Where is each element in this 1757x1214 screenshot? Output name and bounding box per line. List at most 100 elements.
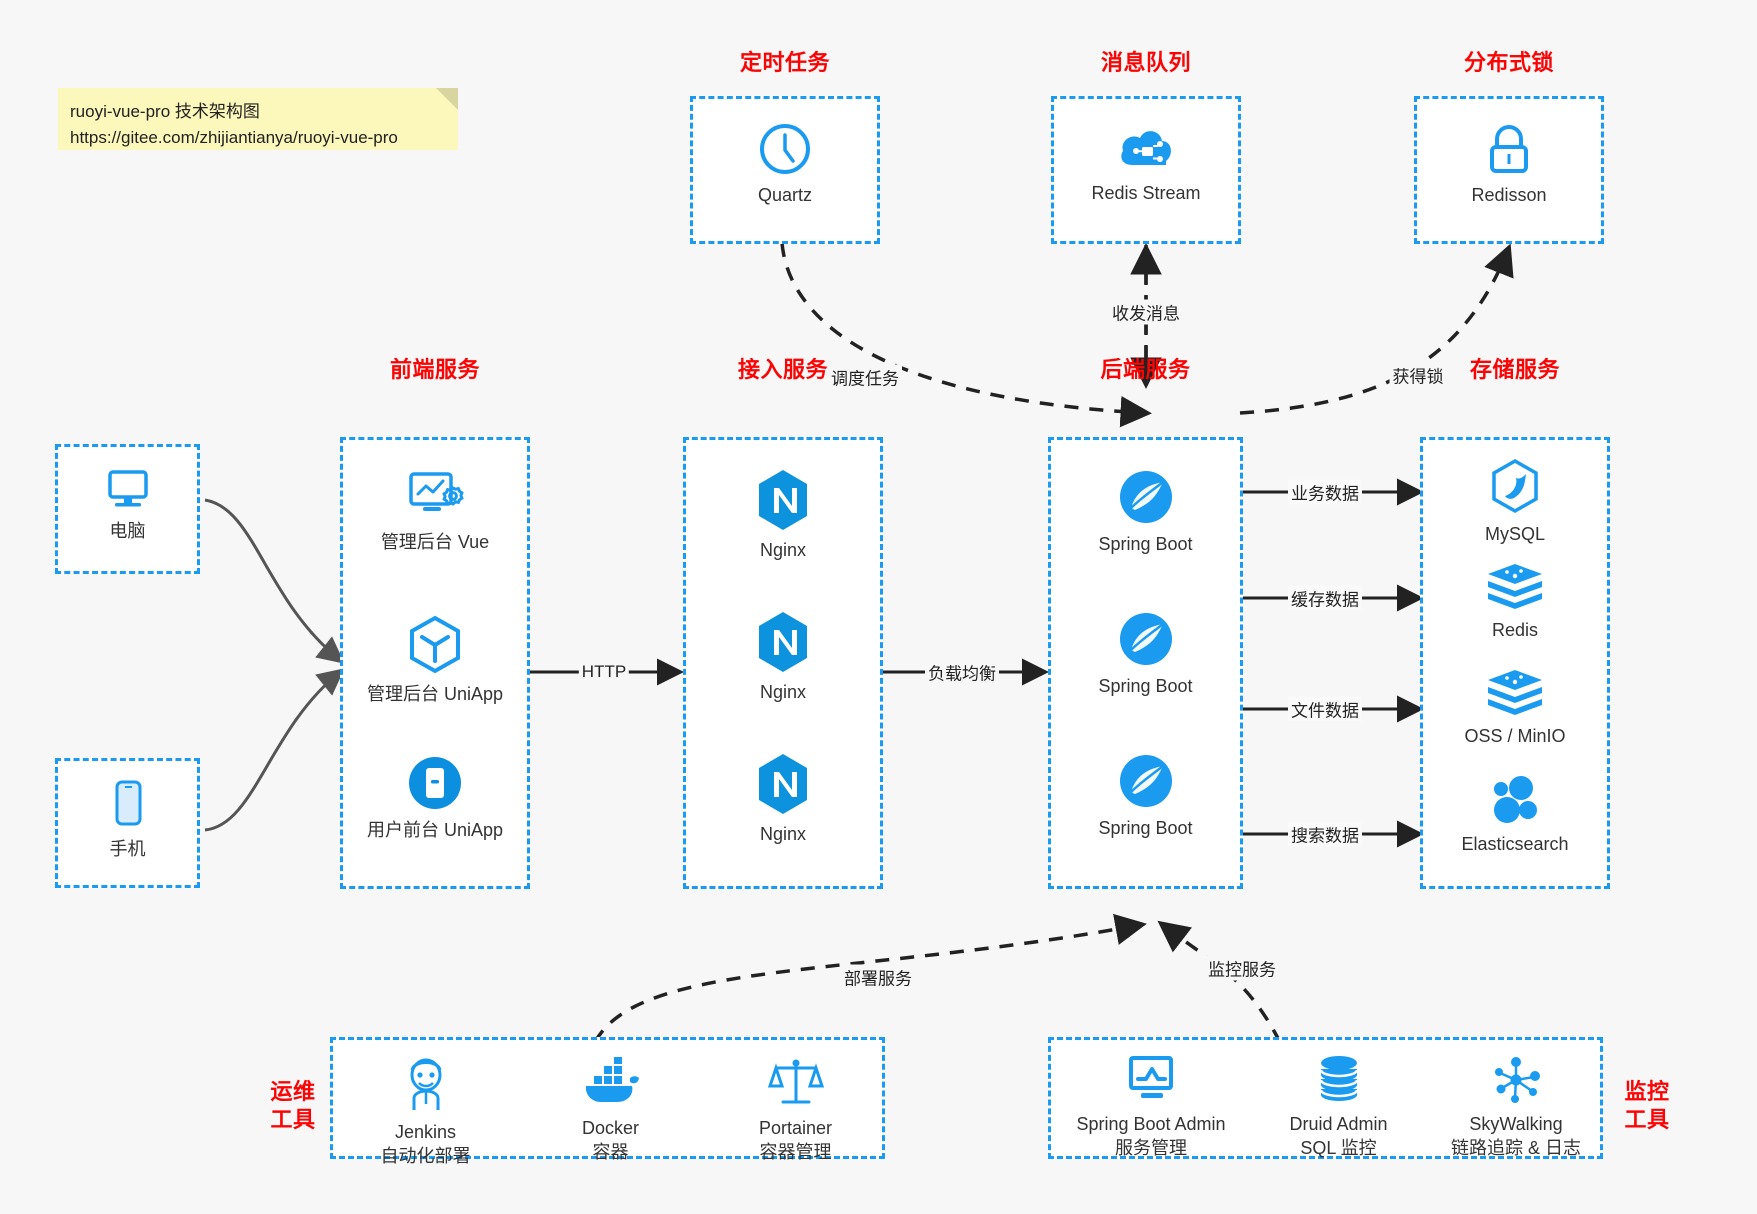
node-elasticsearch[interactable]: Elasticsearch [1423, 774, 1607, 856]
node-spring-boot-2[interactable]: Spring Boot [1051, 610, 1240, 698]
node-druid-admin[interactable]: Druid Admin SQL 监控 [1251, 1054, 1426, 1161]
group-title-distributed-lock: 分布式锁 [1463, 50, 1554, 75]
edge-label-business-data: 业务数据 [1288, 479, 1362, 505]
node-label: 用户前台 UniApp [366, 820, 504, 840]
node-sublabel: 容器 [592, 1142, 629, 1163]
node-label: Redisson [1471, 185, 1547, 205]
note-fold-corner [436, 88, 458, 110]
skywalking-icon [1426, 1054, 1606, 1106]
edge-label-file-data: 文件数据 [1288, 696, 1362, 722]
node-label: MySQL [1484, 524, 1545, 544]
group-box-backend: Spring Boot Spring Boot Spring Boot [1048, 437, 1243, 889]
jenkins-icon [333, 1056, 518, 1114]
node-sublabel: 容器管理 [759, 1142, 832, 1163]
node-redisson[interactable]: Redisson [1417, 121, 1601, 207]
node-mobile[interactable]: 手机 [58, 779, 197, 861]
node-label: Quartz [757, 185, 813, 205]
node-label: 管理后台 UniApp [366, 684, 504, 704]
group-title-monitor-line2: 工具 [1624, 1106, 1670, 1132]
node-redis-stream[interactable]: Redis Stream [1054, 121, 1238, 205]
node-spring-boot-1[interactable]: Spring Boot [1051, 468, 1240, 556]
group-box-gateway: Nginx Nginx Nginx [683, 437, 883, 889]
node-nginx-2[interactable]: Nginx [686, 610, 880, 704]
edge-label-deploy-service: 部署服务 [841, 964, 915, 990]
node-label: Portainer [758, 1118, 833, 1138]
node-portainer[interactable]: Portainer 容器管理 [703, 1056, 888, 1165]
group-box-message-queue: Redis Stream [1051, 96, 1241, 244]
group-box-storage: MySQL Redis OSS [1420, 437, 1610, 889]
group-box-devops: Jenkins 自动化部署 Docker 容器 [330, 1037, 885, 1166]
node-quartz[interactable]: Quartz [693, 121, 877, 207]
redis-icon [1423, 562, 1607, 612]
node-sublabel: 自动化部署 [380, 1146, 471, 1167]
spring-boot-icon [1051, 468, 1240, 526]
cube-icon [343, 614, 527, 676]
portainer-icon [703, 1056, 888, 1110]
group-box-client-pc: 电脑 [55, 444, 200, 574]
node-jenkins[interactable]: Jenkins 自动化部署 [333, 1056, 518, 1169]
node-admin-uniapp[interactable]: 管理后台 UniApp [343, 614, 527, 706]
group-title-monitor-line1: 监控 [1624, 1079, 1670, 1104]
node-nginx-3[interactable]: Nginx [686, 752, 880, 846]
group-box-monitor: Spring Boot Admin 服务管理 Druid Admin [1048, 1037, 1603, 1159]
node-skywalking[interactable]: SkyWalking 链路追踪 & 日志 [1426, 1054, 1606, 1161]
group-title-monitor: 监控 工具 [1612, 1078, 1682, 1133]
edge-label-search-data: 搜索数据 [1288, 821, 1362, 847]
node-label: Redis Stream [1091, 183, 1201, 203]
node-label: Spring Boot [1098, 534, 1193, 554]
database-icon [1251, 1054, 1426, 1106]
edge-label-http: HTTP [578, 662, 630, 682]
node-user-uniapp[interactable]: 用户前台 UniApp [343, 754, 527, 842]
node-label: 管理后台 Vue [380, 532, 490, 552]
node-label: Nginx [759, 682, 807, 702]
node-pc[interactable]: 电脑 [58, 467, 197, 543]
cloud-stream-icon [1054, 121, 1238, 175]
edge-label-monitor-service: 监控服务 [1205, 955, 1279, 981]
node-spring-boot-admin[interactable]: Spring Boot Admin 服务管理 [1051, 1054, 1251, 1161]
monitor-chart-icon [1051, 1054, 1251, 1106]
mysql-icon [1423, 458, 1607, 516]
node-label: Druid Admin [1289, 1114, 1388, 1134]
node-label: 手机 [109, 839, 146, 859]
node-label: OSS / MinIO [1464, 726, 1566, 746]
dashboard-gear-icon [343, 468, 527, 524]
docker-icon [518, 1056, 703, 1110]
node-label: Docker [581, 1118, 639, 1138]
edge-label-schedule-task: 调度任务 [828, 364, 902, 390]
desktop-icon [58, 467, 197, 513]
node-sublabel: 链路追踪 & 日志 [1450, 1138, 1581, 1159]
node-oss-minio[interactable]: OSS / MinIO [1423, 668, 1607, 748]
edge-label-cache-data: 缓存数据 [1288, 585, 1362, 611]
group-title-storage: 存储服务 [1469, 357, 1560, 382]
spring-boot-icon [1051, 610, 1240, 668]
note-line-1: ruoyi-vue-pro 技术架构图 [70, 102, 260, 121]
diagram-note: ruoyi-vue-pro 技术架构图 https://gitee.com/zh… [58, 88, 458, 150]
clock-icon [693, 121, 877, 177]
group-title-devops-line1: 运维 [270, 1079, 316, 1104]
oss-minio-icon [1423, 668, 1607, 718]
phone-icon [58, 779, 197, 831]
node-label: Spring Boot [1098, 676, 1193, 696]
node-redis[interactable]: Redis [1423, 562, 1607, 642]
edge-label-acquire-lock: 获得锁 [1389, 362, 1447, 388]
node-docker[interactable]: Docker 容器 [518, 1056, 703, 1165]
node-label: SkyWalking [1469, 1114, 1563, 1134]
mobile-app-icon [343, 754, 527, 812]
node-nginx-1[interactable]: Nginx [686, 468, 880, 562]
group-title-frontend: 前端服务 [389, 357, 480, 382]
group-title-gateway: 接入服务 [737, 357, 828, 382]
lock-icon [1417, 121, 1601, 177]
group-title-devops: 运维 工具 [258, 1078, 328, 1133]
node-label: Spring Boot Admin [1076, 1114, 1226, 1134]
node-admin-vue[interactable]: 管理后台 Vue [343, 468, 527, 554]
node-sublabel: SQL 监控 [1300, 1138, 1377, 1159]
group-title-backend: 后端服务 [1100, 357, 1191, 382]
node-spring-boot-3[interactable]: Spring Boot [1051, 752, 1240, 840]
node-label: Elasticsearch [1461, 834, 1569, 854]
group-box-scheduled-task: Quartz [690, 96, 880, 244]
group-title-scheduled-task: 定时任务 [739, 50, 830, 75]
nginx-icon [686, 610, 880, 674]
group-box-client-mobile: 手机 [55, 758, 200, 888]
node-mysql[interactable]: MySQL [1423, 458, 1607, 546]
